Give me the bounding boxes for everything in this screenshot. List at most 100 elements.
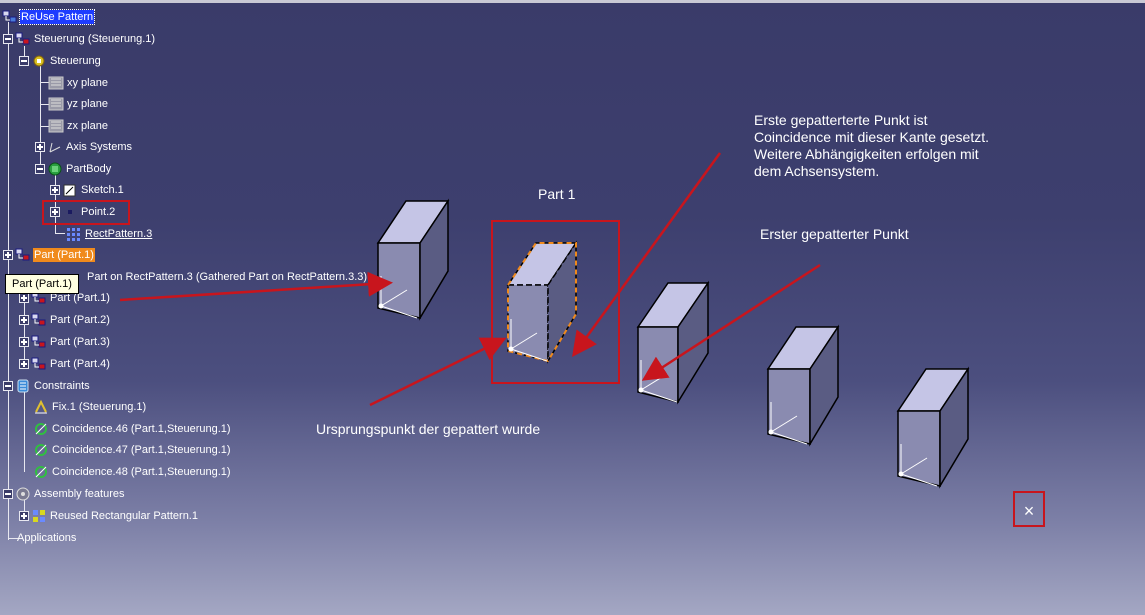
tree-node-part[interactable]: Part (Part.4): [19, 355, 111, 373]
tree-node-part[interactable]: Part (Part.3): [19, 333, 111, 351]
tree-label[interactable]: PartBody: [66, 163, 112, 175]
expand-toggle[interactable]: [19, 293, 29, 303]
cube-base-side[interactable]: [419, 198, 449, 321]
close-icon[interactable]: ×: [1013, 491, 1045, 527]
tree-label[interactable]: Sketch.1: [81, 184, 124, 196]
tree-node-reused-pattern[interactable]: Reused Rectangular Pattern.1: [19, 507, 199, 525]
tree-label[interactable]: Steuerung: [50, 55, 101, 67]
tree-label[interactable]: zx plane: [67, 120, 108, 132]
tree-label[interactable]: Assembly features: [34, 488, 125, 500]
tree-label[interactable]: Reused Rectangular Pattern.1: [50, 510, 198, 522]
tree-node-constraint[interactable]: Coincidence.47 (Part.1,Steuerung.1): [33, 441, 232, 459]
tree-node-axis-systems[interactable]: Axis Systems: [35, 138, 133, 156]
tree-branch: [40, 104, 50, 105]
tree-trunk: [24, 500, 25, 516]
tree-label-root[interactable]: ReUse Pattern: [18, 9, 96, 25]
tree-node-sketch[interactable]: Sketch.1: [50, 181, 125, 199]
tree-node-constraint[interactable]: Coincidence.46 (Part.1,Steuerung.1): [33, 420, 232, 438]
expand-toggle[interactable]: [35, 142, 45, 152]
plane-icon: [48, 96, 64, 112]
tree-node-zx-plane[interactable]: zx plane: [48, 117, 109, 135]
axis-y-line: [380, 289, 408, 307]
cube-pattern-3-side[interactable]: [809, 324, 839, 447]
tree-node-constraint[interactable]: Coincidence.48 (Part.1,Steuerung.1): [33, 463, 232, 481]
tree-node-root[interactable]: ReUse Pattern: [2, 8, 96, 26]
tree-label[interactable]: Point.2: [81, 206, 116, 218]
first-patterned-point-label: Erster gepatterter Punkt: [760, 226, 909, 242]
tree-label[interactable]: Part on RectPattern.3 (Gathered Part on …: [87, 271, 368, 283]
tree-label[interactable]: Coincidence.48 (Part.1,Steuerung.1): [52, 466, 231, 478]
tree-node-constraints[interactable]: Constraints: [3, 377, 91, 395]
tree-label[interactable]: Coincidence.47 (Part.1,Steuerung.1): [52, 444, 231, 456]
expand-toggle[interactable]: [19, 337, 29, 347]
collapse-toggle[interactable]: [3, 489, 13, 499]
product-icon: [31, 356, 47, 372]
annotation-arrow: [119, 271, 393, 302]
cube-pattern-4-side[interactable]: [939, 366, 969, 489]
expand-toggle[interactable]: [50, 207, 60, 217]
expand-toggle[interactable]: [19, 511, 29, 521]
note-line: Coincidence mit dieser Kante gesetzt.: [754, 129, 990, 145]
cube-part1-side[interactable]: [547, 240, 577, 364]
tree-label[interactable]: RectPattern.3: [85, 228, 153, 240]
tree-branch: [40, 126, 50, 127]
tree-node-point[interactable]: Point.2: [50, 203, 116, 221]
tree-label[interactable]: Steuerung (Steuerung.1): [34, 33, 156, 45]
tree-label[interactable]: Axis Systems: [66, 141, 133, 153]
tree-label[interactable]: Part (Part.2): [50, 314, 110, 326]
tree-node-part-main[interactable]: Part (Part.1): [3, 246, 95, 264]
sketch-icon: [62, 182, 78, 198]
tree-node-partbody[interactable]: PartBody: [35, 160, 112, 178]
tree-label[interactable]: Coincidence.46 (Part.1,Steuerung.1): [52, 423, 231, 435]
product-icon: [15, 31, 31, 47]
part-icon: [31, 53, 47, 69]
tooltip: Part (Part.1): [5, 274, 79, 294]
tree-trunk: [24, 392, 25, 472]
tree-label[interactable]: Part (Part.3): [50, 336, 110, 348]
collapse-toggle[interactable]: [19, 56, 29, 66]
tree-label[interactable]: xy plane: [67, 77, 108, 89]
tree-node-steuerung-part[interactable]: Steuerung: [19, 52, 102, 70]
tree-branch: [8, 538, 18, 539]
tree-label-highlighted[interactable]: Part (Part.1): [33, 248, 95, 262]
cube-part1-front[interactable]: [507, 284, 549, 362]
collapse-toggle[interactable]: [3, 381, 13, 391]
tree-branch: [55, 233, 65, 234]
collapse-toggle[interactable]: [35, 164, 45, 174]
origin-point-label: Ursprungspunkt der gepattert wurde: [316, 421, 541, 437]
plane-icon: [48, 118, 64, 134]
tree-label[interactable]: Constraints: [34, 380, 90, 392]
constraints-icon: [15, 378, 31, 394]
tree-label[interactable]: Part (Part.1): [50, 292, 110, 304]
tree-node-assembly-features[interactable]: Assembly features: [3, 485, 125, 503]
product-icon: [31, 334, 47, 350]
expand-toggle[interactable]: [19, 359, 29, 369]
tree-node-gathered[interactable]: Part on RectPattern.3 (Gathered Part on …: [86, 268, 368, 286]
tree-node-rectpattern[interactable]: RectPattern.3: [66, 225, 153, 243]
tree-node-part[interactable]: Part (Part.2): [19, 311, 111, 329]
cube-pattern-2-side[interactable]: [677, 280, 709, 405]
tree-node-steuerung-product[interactable]: Steuerung (Steuerung.1): [3, 30, 156, 48]
expand-toggle[interactable]: [19, 315, 29, 325]
specification-tree[interactable]: ReUse Pattern Steuerung (Steuerung.1) St…: [0, 0, 367, 560]
tree-label[interactable]: yz plane: [67, 98, 108, 110]
first-point-note: Erste gepatterterte Punkt ist Coincidenc…: [754, 112, 989, 180]
expand-toggle[interactable]: [3, 250, 13, 260]
tree-label[interactable]: Part (Part.4): [50, 358, 110, 370]
tree-node-applications[interactable]: Applications: [16, 529, 77, 547]
expand-toggle[interactable]: [50, 185, 60, 195]
tree-node-part[interactable]: Part (Part.1): [19, 289, 111, 307]
note-line: Erste gepatterterte Punkt ist: [754, 112, 928, 128]
coincidence-icon: [33, 464, 49, 480]
tree-label[interactable]: Applications: [17, 532, 77, 544]
plane-icon: [48, 75, 64, 91]
tree-node-yz-plane[interactable]: yz plane: [48, 95, 109, 113]
tree-trunk: [24, 46, 25, 64]
tree-node-constraint[interactable]: Fix.1 (Steuerung.1): [33, 398, 147, 416]
collapse-toggle[interactable]: [3, 34, 13, 44]
reused-pattern-icon: [31, 508, 47, 524]
tree-label[interactable]: Fix.1 (Steuerung.1): [52, 401, 147, 413]
note-line: Weitere Abhängigkeiten erfolgen mit: [754, 146, 979, 162]
tree-node-xy-plane[interactable]: xy plane: [48, 74, 109, 92]
